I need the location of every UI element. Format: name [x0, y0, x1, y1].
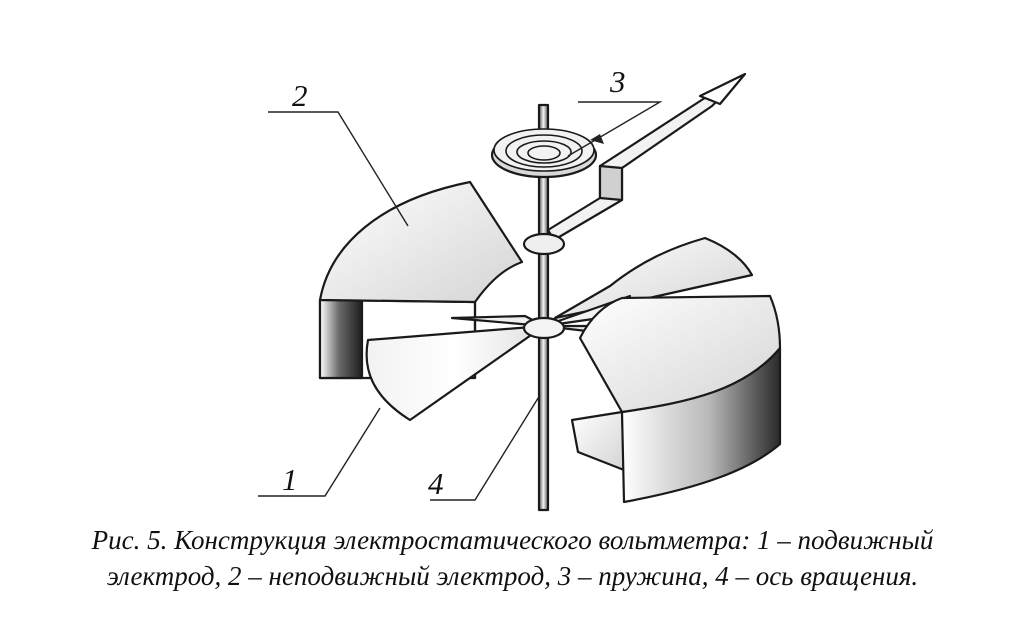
rotation-axis [537, 103, 550, 512]
leader-lines [258, 101, 663, 501]
leader-line-3 [567, 101, 663, 157]
fixed-electrode-right [570, 294, 782, 504]
label-1: 1 [282, 462, 298, 497]
spring [490, 128, 604, 179]
leader-line-1 [258, 407, 381, 497]
label-2: 2 [292, 78, 308, 113]
moving-electrode [365, 294, 644, 422]
caption-line-2: электрод, 2 – неподвижный электрод, 3 – … [106, 561, 919, 591]
pointer [546, 72, 747, 242]
voltmeter-diagram: 2 3 1 4 [258, 64, 782, 512]
leader-line-4 [430, 394, 541, 501]
label-3: 3 [609, 64, 626, 99]
figure-caption: Рис. 5. Конструкция электростатического … [0, 522, 1025, 594]
leader-line-2 [268, 111, 409, 227]
label-4: 4 [428, 466, 444, 501]
caption-line-1: Рис. 5. Конструкция электростатического … [91, 525, 934, 555]
pointer-hub [522, 232, 566, 256]
fixed-electrode-right-top [553, 236, 754, 320]
